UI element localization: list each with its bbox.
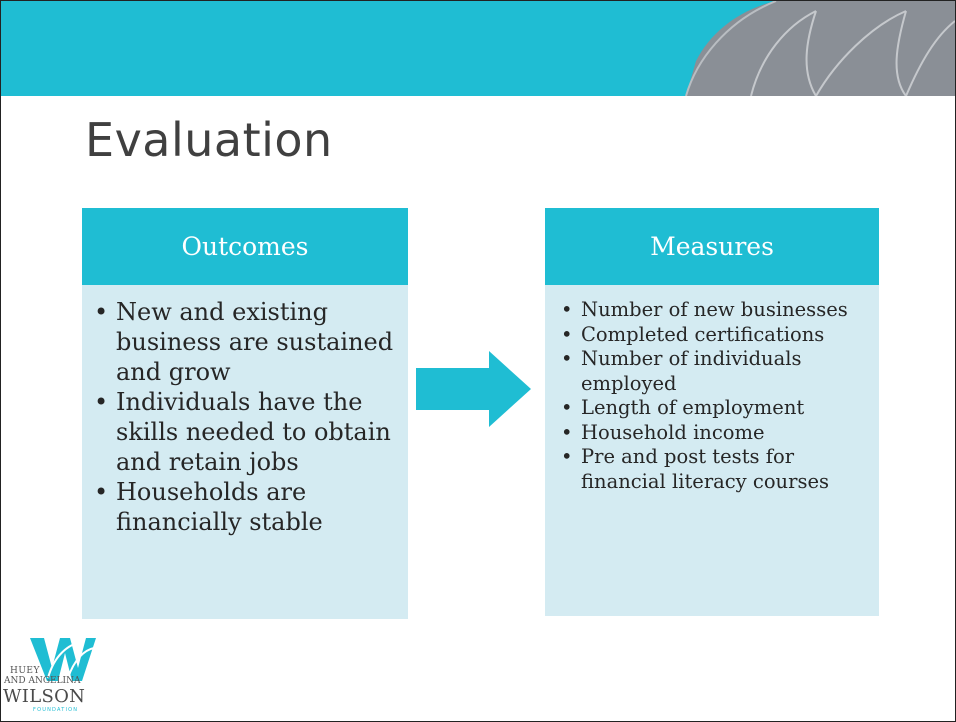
measures-list: Number of new businesses Completed certi… xyxy=(545,285,879,494)
measure-item: Completed certifications xyxy=(561,323,873,348)
w-logo-icon xyxy=(30,638,96,681)
logo-text-huey: HUEY xyxy=(10,666,40,676)
logo-text-wilson: WILSON xyxy=(3,686,86,707)
measure-item: Household income xyxy=(561,421,873,446)
decorative-w-watermark xyxy=(685,1,955,96)
measures-body: Number of new businesses Completed certi… xyxy=(545,285,879,616)
outcomes-header: Outcomes xyxy=(82,208,408,285)
measure-item: Number of individuals employed xyxy=(561,347,873,396)
outcome-item: Individuals have the skills needed to ob… xyxy=(94,387,400,477)
measures-header: Measures xyxy=(545,208,879,285)
right-arrow-icon xyxy=(416,351,531,427)
measure-item: Pre and post tests for financial literac… xyxy=(561,445,873,494)
foundation-logo: HUEY AND ANGELINA WILSON FOUNDATION xyxy=(1,635,131,721)
outcome-item: New and existing business are sustained … xyxy=(94,297,400,387)
header-banner xyxy=(1,1,955,96)
outcomes-panel: Outcomes New and existing business are s… xyxy=(82,208,408,619)
outcomes-body: New and existing business are sustained … xyxy=(82,285,408,619)
outcomes-list: New and existing business are sustained … xyxy=(82,285,408,537)
logo-text-foundation: FOUNDATION xyxy=(33,707,79,713)
outcome-item: Households are financially stable xyxy=(94,477,400,537)
slide-title: Evaluation xyxy=(85,113,333,167)
measure-item: Length of employment xyxy=(561,396,873,421)
logo-text-and-angelina: AND ANGELINA xyxy=(4,676,81,686)
measure-item: Number of new businesses xyxy=(561,298,873,323)
measures-panel: Measures Number of new businesses Comple… xyxy=(545,208,879,616)
